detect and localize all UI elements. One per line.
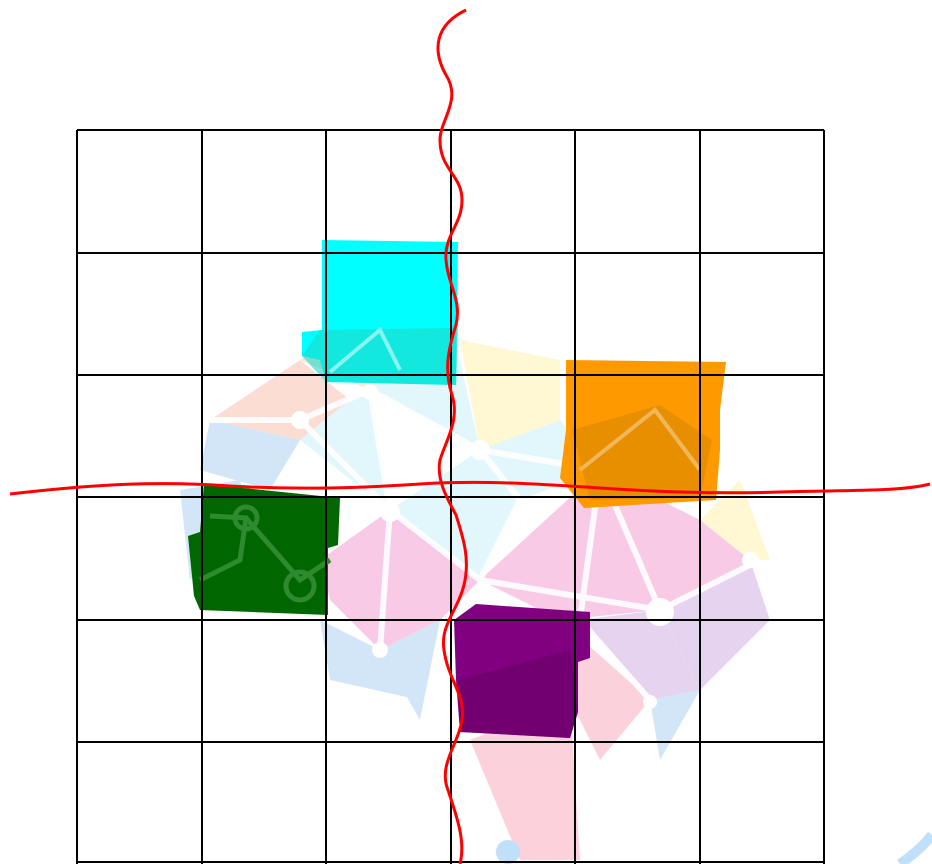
bg-node — [742, 552, 758, 568]
bg-node — [470, 440, 490, 460]
bg-node-blue — [496, 840, 520, 864]
bg-node — [646, 598, 674, 626]
bg-node — [372, 642, 388, 658]
bg-node — [380, 502, 400, 522]
green-square[interactable] — [188, 484, 340, 615]
bg-node — [643, 695, 657, 709]
purple-square[interactable] — [454, 604, 590, 738]
bg-node — [362, 384, 378, 400]
bg-facet — [650, 690, 700, 760]
bg-node — [291, 411, 309, 429]
bg-swoosh — [900, 835, 932, 864]
